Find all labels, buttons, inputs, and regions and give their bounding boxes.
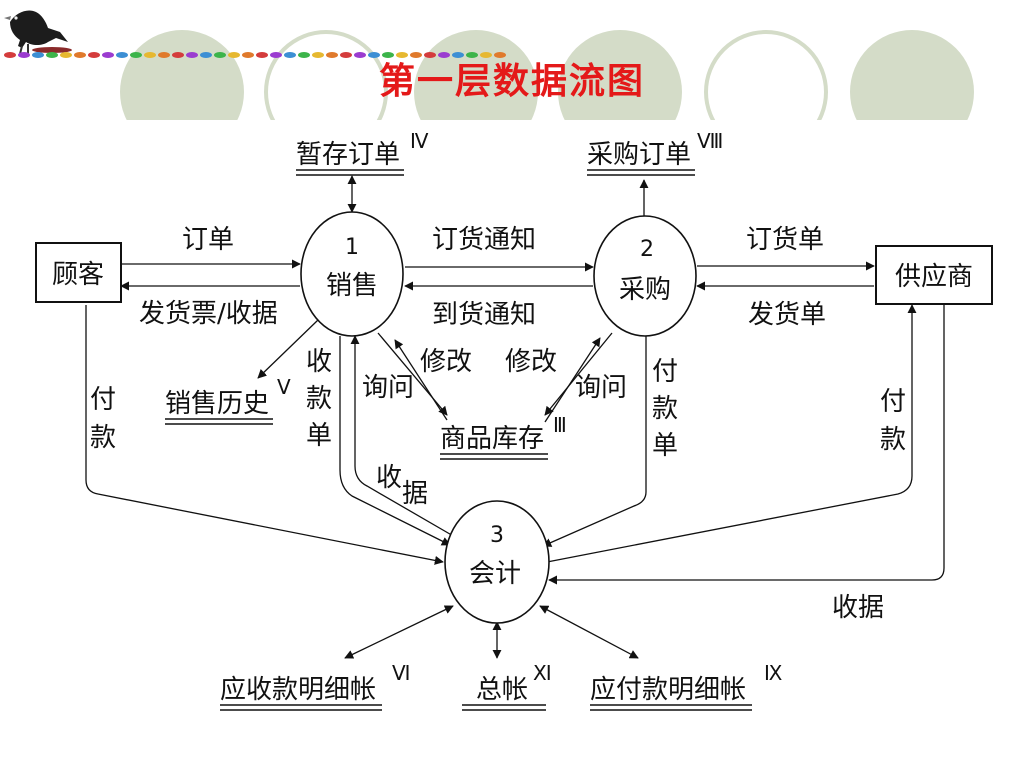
store-purchase-orders: 采购订单 Ⅷ bbox=[587, 129, 723, 176]
flow-label-payment-right-2: 款 bbox=[880, 425, 906, 455]
process-sales-number: 1 bbox=[345, 235, 359, 260]
deco-circle-6 bbox=[850, 30, 974, 120]
flow-label-modify-right: 修改 bbox=[505, 347, 557, 377]
store-inventory-name: 商品库存 bbox=[440, 424, 544, 454]
flow-label-order-notice: 订货通知 bbox=[432, 225, 536, 255]
deco-circle-4 bbox=[558, 30, 682, 120]
flow-collection-slip-arrow bbox=[339, 336, 451, 546]
flow-supplier-payment-arrow bbox=[546, 304, 917, 563]
flow-label-receipt-mid-1: 收 bbox=[376, 463, 402, 493]
store-sales-history-name: 销售历史 bbox=[165, 389, 269, 419]
store-payables-name: 应付款明细帐 bbox=[590, 675, 746, 705]
flow-label-order: 订单 bbox=[182, 225, 234, 255]
flow-label-payment-slip-1: 付 bbox=[652, 357, 678, 387]
store-payables-numeral: Ⅸ bbox=[764, 661, 782, 685]
flow-label-invoice-receipt: 发货票/收据 bbox=[139, 299, 278, 329]
bead-line bbox=[4, 52, 506, 58]
supplier-entity-label: 供应商 bbox=[895, 262, 973, 292]
store-pending-orders-name: 暂存订单 bbox=[296, 140, 400, 170]
crow-logo bbox=[4, 10, 72, 55]
store-receivables: 应收款明细帐 Ⅵ bbox=[220, 661, 410, 711]
deco-circle-5 bbox=[704, 30, 828, 120]
process-accounting-number: 3 bbox=[490, 523, 504, 548]
store-sales-history-numeral: Ⅴ bbox=[277, 375, 291, 399]
flow-payables-arrow bbox=[539, 605, 639, 659]
flow-payment-slip-arrow bbox=[542, 336, 647, 547]
supplier-entity-box bbox=[875, 245, 993, 305]
flow-receipt-arrow bbox=[350, 335, 456, 538]
store-sales-history: 销售历史 Ⅴ bbox=[165, 375, 291, 425]
flow-label-payment-slip-3: 单 bbox=[652, 431, 678, 461]
process-purchasing-name: 采购 bbox=[619, 275, 671, 305]
store-payables: 应付款明细帐 Ⅸ bbox=[590, 661, 782, 711]
flow-label-arrival-notice: 到货通知 bbox=[432, 300, 536, 330]
flow-label-collection-slip-2: 款 bbox=[306, 384, 332, 414]
process-sales-circle bbox=[300, 211, 404, 337]
flow-label-shipping-note: 发货单 bbox=[748, 300, 826, 330]
flow-label-collection-slip-3: 单 bbox=[306, 421, 332, 451]
customer-entity-box bbox=[35, 242, 122, 303]
process-sales-name: 销售 bbox=[326, 271, 378, 301]
flow-customer-payment-arrow bbox=[85, 305, 444, 565]
store-general-ledger-numeral: Ⅺ bbox=[533, 661, 552, 685]
store-purchase-orders-numeral: Ⅷ bbox=[697, 129, 723, 153]
flow-label-query-left: 询问 bbox=[362, 373, 414, 403]
store-receivables-name: 应收款明细帐 bbox=[220, 675, 376, 705]
flow-label-collection-slip-1: 收 bbox=[306, 347, 332, 377]
process-accounting-name: 会计 bbox=[469, 559, 521, 589]
slide-title: 第一层数据流图 bbox=[378, 60, 645, 102]
flow-bottom-receipt-arrow bbox=[548, 305, 945, 585]
flow-purchase-modify-arrow bbox=[544, 332, 613, 416]
store-general-ledger: 总帐 Ⅺ bbox=[462, 661, 552, 711]
process-purchasing-number: 2 bbox=[640, 237, 654, 262]
flow-label-payment-slip-2: 款 bbox=[652, 394, 678, 424]
flow-label-query-right: 询问 bbox=[575, 373, 627, 403]
customer-entity-label: 顾客 bbox=[52, 260, 104, 290]
store-inventory-numeral: Ⅲ bbox=[553, 413, 567, 437]
flow-label-payment-left-1: 付 bbox=[90, 385, 116, 415]
store-pending-orders-numeral: Ⅳ bbox=[410, 129, 429, 153]
header-decoration bbox=[120, 30, 974, 120]
store-inventory: 商品库存 Ⅲ bbox=[440, 413, 567, 460]
flow-purchase-query-arrow bbox=[544, 337, 601, 423]
store-receivables-numeral: Ⅵ bbox=[392, 661, 410, 685]
process-purchasing-circle bbox=[593, 215, 697, 337]
flow-receivables-arrow bbox=[344, 605, 454, 659]
flow-label-payment-right-1: 付 bbox=[880, 387, 906, 417]
flow-label-receipt-bottom: 收据 bbox=[832, 593, 884, 623]
flow-sales-query-arrow bbox=[394, 339, 448, 421]
store-general-ledger-name: 总帐 bbox=[476, 675, 528, 705]
flow-label-purchase-order: 订货单 bbox=[746, 225, 824, 255]
flow-label-receipt-mid-2: 据 bbox=[402, 479, 428, 509]
flow-label-modify-left: 修改 bbox=[420, 347, 472, 377]
flow-sales-history-arrow bbox=[257, 319, 319, 379]
store-purchase-orders-name: 采购订单 bbox=[587, 140, 691, 170]
store-pending-orders: 暂存订单 Ⅳ bbox=[296, 129, 429, 176]
process-accounting-circle bbox=[444, 500, 550, 624]
flow-label-payment-left-2: 款 bbox=[90, 423, 116, 453]
